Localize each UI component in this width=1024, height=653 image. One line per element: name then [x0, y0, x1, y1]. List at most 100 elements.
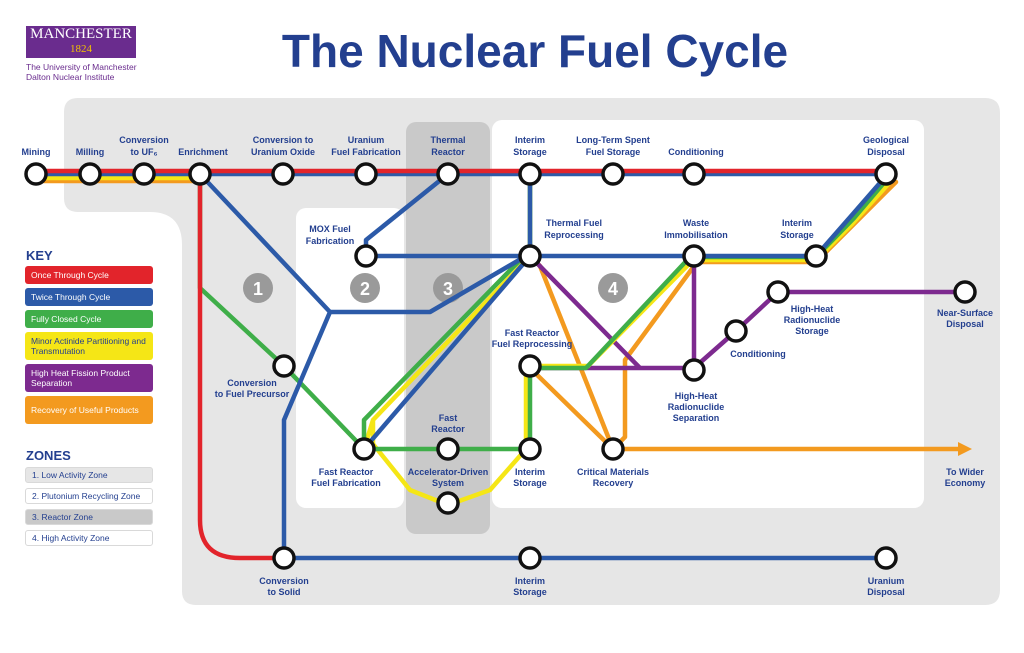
- label-conditioning-top: Conditioning: [668, 147, 723, 157]
- station-accelerator-driven-system: [436, 491, 460, 515]
- label-ads-1: Accelerator-Driven: [408, 467, 489, 477]
- station-fast-reactor-fuel-fabrication: [352, 437, 376, 461]
- label-thermal-reactor-2: Reactor: [431, 147, 465, 157]
- label-interim-top-2: Storage: [513, 147, 547, 157]
- key-twice-through: Twice Through Cycle: [25, 288, 153, 306]
- reactor-zone: [406, 122, 490, 534]
- station-long-term-spent-fuel-storage: [601, 162, 625, 186]
- label-interim-right-1: Interim: [782, 218, 812, 228]
- key-recovery: Recovery of Useful Products: [25, 396, 153, 424]
- station-fast-reactor-fuel-reprocessing: [518, 354, 542, 378]
- university-logo: MANCHESTER 1824: [26, 26, 136, 58]
- key-heading: KEY: [26, 248, 53, 263]
- red-line: [33, 168, 889, 561]
- to-wider-economy-arrow: [958, 442, 972, 456]
- station-conversion-solid: [272, 546, 296, 570]
- station-enrichment: [188, 162, 212, 186]
- label-ltsfs-1: Long-Term Spent: [576, 135, 650, 145]
- institution-line-1: The University of Manchester: [26, 62, 137, 72]
- label-frfr-1: Fast Reactor: [505, 328, 560, 338]
- label-interim-bottom-1: Interim: [515, 576, 545, 586]
- label-hhrsep-3: Separation: [673, 413, 720, 423]
- label-waste-2: Immobilisation: [664, 230, 728, 240]
- label-frff-2: Fuel Fabrication: [311, 478, 381, 488]
- label-ltsfs-2: Fuel Storage: [586, 147, 641, 157]
- zones-heading: ZONES: [26, 448, 71, 463]
- label-hhrs-1: High-Heat: [791, 304, 834, 314]
- green-line: [197, 172, 891, 452]
- page-title: The Nuclear Fuel Cycle: [281, 25, 789, 77]
- label-enrichment: Enrichment: [178, 147, 228, 157]
- label-conversion-uo-2: Uranium Oxide: [251, 147, 315, 157]
- key-once-through: Once Through Cycle: [25, 266, 153, 284]
- label-interim-mid-1: Interim: [515, 467, 545, 477]
- label-ufab-1: Uranium: [348, 135, 385, 145]
- label-frff-1: Fast Reactor: [319, 467, 374, 477]
- logo-name: MANCHESTER: [30, 26, 132, 42]
- station-conversion-fuel-precursor: [272, 354, 296, 378]
- svg-text:4: 4: [608, 279, 618, 299]
- key-high-heat: High Heat Fission Product Separation: [25, 364, 153, 392]
- label-conversion-uf6-1: Conversion: [119, 135, 169, 145]
- label-wider-2: Economy: [945, 478, 986, 488]
- zone-badge-1: 1: [243, 273, 273, 303]
- zone-low-activity: 1. Low Activity Zone: [25, 467, 153, 483]
- label-fast-reactor-1: Fast: [439, 413, 458, 423]
- svg-text:2: 2: [360, 279, 370, 299]
- label-conditioning-mid: Conditioning: [730, 349, 785, 359]
- station-geological-disposal: [874, 162, 898, 186]
- label-hhrs-3: Storage: [795, 326, 829, 336]
- station-interim-storage-bottom: [518, 546, 542, 570]
- label-tfr-1: Thermal Fuel: [546, 218, 602, 228]
- station-milling: [78, 162, 102, 186]
- key-minor-actinide: Minor Actinide Partitioning and Transmut…: [25, 332, 153, 360]
- station-mining: [24, 162, 48, 186]
- label-geo-1: Geological: [863, 135, 909, 145]
- label-cfp-1: Conversion: [227, 378, 277, 388]
- label-cfp-2: to Fuel Precursor: [215, 389, 290, 399]
- station-interim-storage-top: [518, 162, 542, 186]
- zone-badge-2: 2: [350, 273, 380, 303]
- station-interim-storage-mid: [518, 437, 542, 461]
- station-thermal-reactor: [436, 162, 460, 186]
- station-conversion-uf6: [132, 162, 156, 186]
- zone-badge-4: 4: [598, 273, 628, 303]
- institution-line-2: Dalton Nuclear Institute: [26, 72, 115, 82]
- station-high-heat-radionuclide-storage: [766, 280, 790, 304]
- label-fast-reactor-2: Reactor: [431, 424, 465, 434]
- zone-reactor: 3. Reactor Zone: [25, 509, 153, 525]
- station-high-heat-radionuclide-separation: [682, 358, 706, 382]
- label-nsd-2: Disposal: [946, 319, 984, 329]
- label-tfr-2: Reprocessing: [544, 230, 604, 240]
- label-wider-1: To Wider: [946, 467, 984, 477]
- label-hhrsep-2: Radionuclide: [668, 402, 725, 412]
- station-mox-fuel-fabrication: [354, 244, 378, 268]
- station-conversion-uranium-oxide: [271, 162, 295, 186]
- zone-high-activity: 4. High Activity Zone: [25, 530, 153, 546]
- zone-badge-3: 3: [433, 273, 463, 303]
- label-interim-right-2: Storage: [780, 230, 814, 240]
- station-interim-storage-right: [804, 244, 828, 268]
- station-waste-immobilisation: [682, 244, 706, 268]
- label-geo-2: Disposal: [867, 147, 905, 157]
- label-waste-1: Waste: [683, 218, 709, 228]
- label-cts-2: to Solid: [268, 587, 301, 597]
- svg-text:1: 1: [253, 279, 263, 299]
- label-conversion-uo-1: Conversion to: [253, 135, 314, 145]
- label-interim-bottom-2: Storage: [513, 587, 547, 597]
- logo-year: 1824: [70, 43, 92, 55]
- label-ads-2: System: [432, 478, 464, 488]
- label-conversion-uf6-2: to UF₆: [130, 147, 157, 157]
- station-conditioning-mid: [724, 319, 748, 343]
- label-mox-2: Fabrication: [306, 236, 355, 246]
- station-conditioning-top: [682, 162, 706, 186]
- station-fast-reactor: [436, 437, 460, 461]
- label-cmr-1: Critical Materials: [577, 467, 649, 477]
- station-thermal-fuel-reprocessing: [518, 244, 542, 268]
- key-fully-closed: Fully Closed Cycle: [25, 310, 153, 328]
- label-interim-mid-2: Storage: [513, 478, 547, 488]
- station-uranium-fuel-fabrication: [354, 162, 378, 186]
- station-uranium-disposal: [874, 546, 898, 570]
- label-interim-top-1: Interim: [515, 135, 545, 145]
